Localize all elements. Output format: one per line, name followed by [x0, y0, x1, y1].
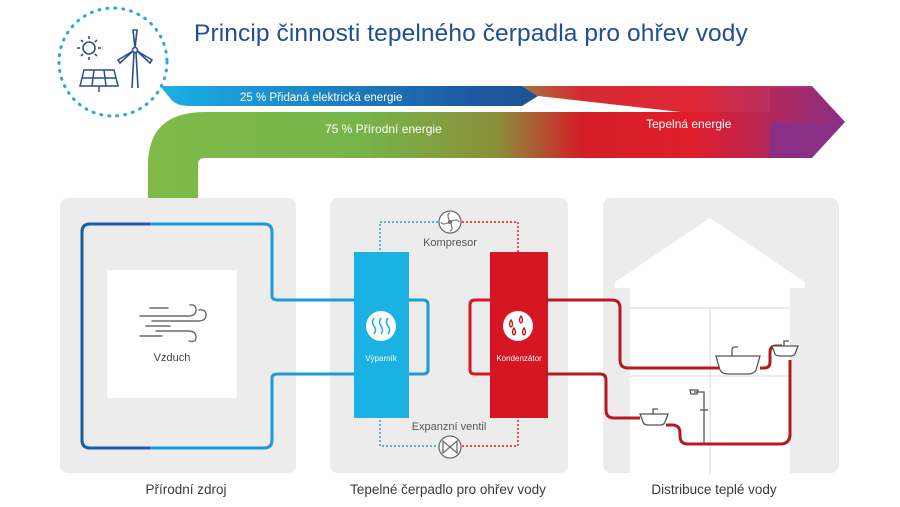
air-source-label: Vzduch — [154, 352, 191, 364]
expansion-valve-label: Expanzní ventil — [412, 421, 487, 433]
solar-panel-icon — [79, 69, 119, 92]
refrigerant-circuit — [379, 221, 519, 447]
heat-waves-icon — [371, 317, 391, 335]
source-to-evaporator-bottom — [270, 372, 356, 379]
sink-icon — [771, 340, 799, 357]
sun-icon — [77, 36, 101, 60]
air-source-box — [107, 270, 237, 398]
heat-energy-label: Tepelná energie — [646, 117, 732, 131]
shower-icon — [689, 389, 708, 444]
water-drops-icon — [508, 314, 527, 336]
electric-energy-stripe — [160, 86, 538, 106]
source-loop-dark — [80, 222, 150, 450]
natural-energy-band — [148, 112, 770, 198]
page-title: Princip činnosti tepelného čerpadla pro … — [194, 20, 748, 47]
electric-energy-label: 25 % Přidaná elektrická energie — [240, 92, 402, 104]
evaporator-coil — [405, 298, 430, 376]
distribution-caption: Distribuce teplé vody — [651, 482, 777, 497]
condenser-label: Kondenzátor — [496, 354, 542, 363]
natural-source-caption: Přírodní zdroj — [145, 482, 227, 497]
condenser-coil — [468, 298, 493, 376]
energy-flow-arrow — [148, 86, 845, 198]
sink-lower-icon — [639, 408, 669, 426]
wind-turbine-icon — [116, 29, 154, 89]
valve-icon — [438, 435, 462, 459]
fan-icon — [438, 210, 462, 234]
heat-band-top — [522, 86, 845, 122]
wind-icon — [139, 304, 207, 343]
natural-energy-label: 75 % Přírodní energie — [325, 122, 442, 136]
house-outline — [615, 218, 805, 474]
heat-pump-caption: Tepelné čerpadlo pro ohřev vody — [350, 482, 546, 497]
water-drops-icon-circle — [503, 311, 533, 341]
renewable-sources-badge — [57, 6, 169, 118]
evaporator-label: Výparník — [365, 354, 398, 363]
source-to-evaporator-top — [270, 295, 356, 302]
bathtub-icon — [715, 346, 761, 375]
compressor-label: Kompresor — [423, 237, 477, 249]
